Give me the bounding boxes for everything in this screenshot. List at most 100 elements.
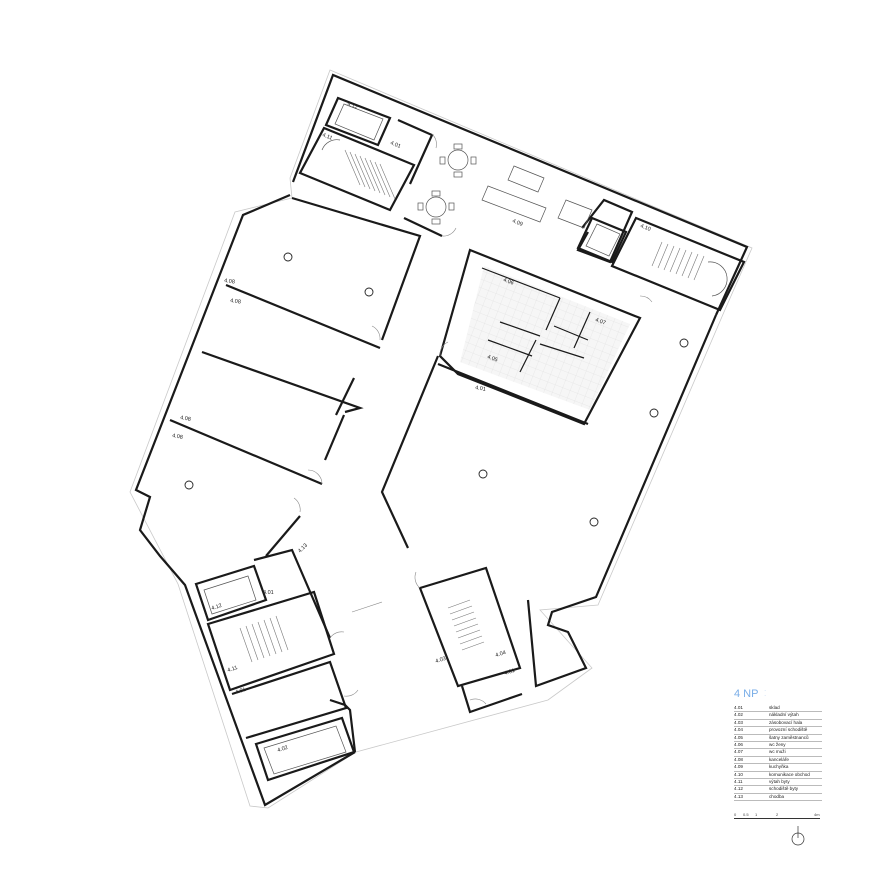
room-label-4-08: 4.08 bbox=[224, 278, 235, 285]
legend-room-name: kuchyňka bbox=[769, 763, 822, 772]
legend-room-name: provozní schodiště bbox=[769, 726, 822, 735]
kitchen-sofa bbox=[507, 165, 545, 193]
room-label-4-12: 4.12 bbox=[346, 101, 358, 111]
door-swings bbox=[293, 133, 653, 705]
elevator-car-nw bbox=[334, 103, 384, 141]
scale-tick: 1 bbox=[755, 812, 758, 817]
elevator-car-sw bbox=[203, 575, 257, 615]
legend-subtitle-line: - bbox=[764, 693, 766, 698]
stair-core-south bbox=[418, 566, 522, 688]
legend-room-name: wc muži bbox=[769, 748, 822, 757]
kitchen-cabinet bbox=[557, 199, 593, 229]
room-labels: 4.124.114.014.094.104.084.084.064.074.05… bbox=[172, 101, 652, 754]
stair-flight-nw bbox=[344, 149, 396, 200]
legend-code: 4.09 bbox=[734, 763, 769, 772]
room-label-4-08: 4.08 bbox=[172, 433, 184, 441]
exterior-wall-west bbox=[134, 193, 356, 807]
legend-room-name: komunikace obchod bbox=[769, 771, 822, 780]
office-partition-2 bbox=[323, 414, 346, 461]
room-label-4-01: 4.01 bbox=[263, 590, 274, 596]
legend-room-name: wc ženy bbox=[769, 741, 822, 750]
office-wall-5 bbox=[265, 515, 301, 557]
structural-columns bbox=[184, 252, 689, 527]
wc-tiled-floor bbox=[460, 266, 630, 410]
freight-elevator bbox=[254, 716, 356, 782]
legend-code: 4.08 bbox=[734, 756, 769, 765]
office-wall-4 bbox=[169, 418, 323, 486]
legend-room-name: sklad bbox=[769, 705, 822, 713]
legend-room-name: kanceláře bbox=[769, 756, 822, 765]
facade-outline bbox=[129, 69, 753, 809]
office-wall-3 bbox=[201, 350, 364, 414]
storage-wall-center-n bbox=[437, 362, 589, 426]
legend-room-name: schodiště byty bbox=[769, 785, 822, 794]
stair-flight-ne bbox=[651, 241, 705, 281]
sw-storage-wall bbox=[231, 660, 348, 740]
legend-room-name: zásobovací hala bbox=[769, 719, 822, 728]
room-label-4-03: 4.03 bbox=[435, 656, 447, 665]
room-label-4-02: 4.02 bbox=[277, 745, 289, 754]
scale-tick: 2 bbox=[776, 812, 779, 817]
office-wall-2 bbox=[225, 283, 381, 350]
room-label-4-05: 4.05 bbox=[486, 354, 498, 363]
legend-subtitle: - - bbox=[764, 688, 765, 698]
legend-code: 4.05 bbox=[734, 734, 769, 743]
legend-code: 4.04 bbox=[734, 726, 769, 735]
legend-room-name: nákladní výtah bbox=[769, 711, 822, 720]
legend-code: 4.13 bbox=[734, 793, 769, 802]
legend-room-name: výtah byty bbox=[769, 778, 822, 787]
kitchen-table-2 bbox=[417, 190, 455, 225]
freight-elevator-car bbox=[263, 725, 347, 775]
room-label-4-04: 4.04 bbox=[495, 650, 507, 659]
north-arrow-icon bbox=[791, 826, 805, 846]
floor-title: 4 NP bbox=[734, 688, 759, 700]
legend-code: 4.10 bbox=[734, 771, 769, 780]
room-label-4-06: 4.06 bbox=[502, 277, 514, 286]
legend-header: 4 NP - - bbox=[734, 688, 822, 704]
stair-core-nw bbox=[298, 126, 416, 212]
kitchen-table-1 bbox=[439, 143, 477, 178]
room-label-4-10: 4.10 bbox=[639, 223, 651, 233]
office-partition-1 bbox=[335, 377, 355, 416]
legend-code: 4.03 bbox=[734, 719, 769, 728]
wc-core bbox=[438, 248, 642, 426]
stair-core-ne bbox=[610, 216, 746, 312]
stair-flight-south bbox=[447, 599, 485, 651]
room-label-4-11: 4.11 bbox=[321, 132, 333, 141]
room-label-4-01: 4.01 bbox=[389, 140, 401, 150]
legend-code: 4.11 bbox=[734, 778, 769, 787]
storage-wall-center bbox=[380, 355, 440, 549]
legend-code: 4.12 bbox=[734, 785, 769, 794]
elevator-shaft-ne bbox=[576, 216, 628, 264]
room-label-4-01: 4.01 bbox=[504, 668, 516, 677]
stair-core-sw bbox=[206, 590, 336, 692]
scale-tick: 4m bbox=[814, 812, 820, 817]
scale-tick: 0.5 bbox=[743, 812, 749, 817]
exterior-wall-east bbox=[526, 314, 718, 688]
legend-room-name: chodba bbox=[769, 793, 822, 802]
legend-room-name: šatny zaměstnanců bbox=[769, 734, 822, 743]
elevator-shaft-sw bbox=[194, 564, 268, 622]
room-label-4-01: 4.01 bbox=[235, 687, 247, 696]
scale-bar: 0 0.5 1 2 4m bbox=[734, 812, 822, 822]
elevator-car-ne bbox=[585, 223, 621, 257]
room-label-4-08: 4.08 bbox=[230, 298, 241, 305]
room-label-4-08: 4.08 bbox=[180, 415, 192, 423]
scale-tick: 0 bbox=[734, 812, 737, 817]
